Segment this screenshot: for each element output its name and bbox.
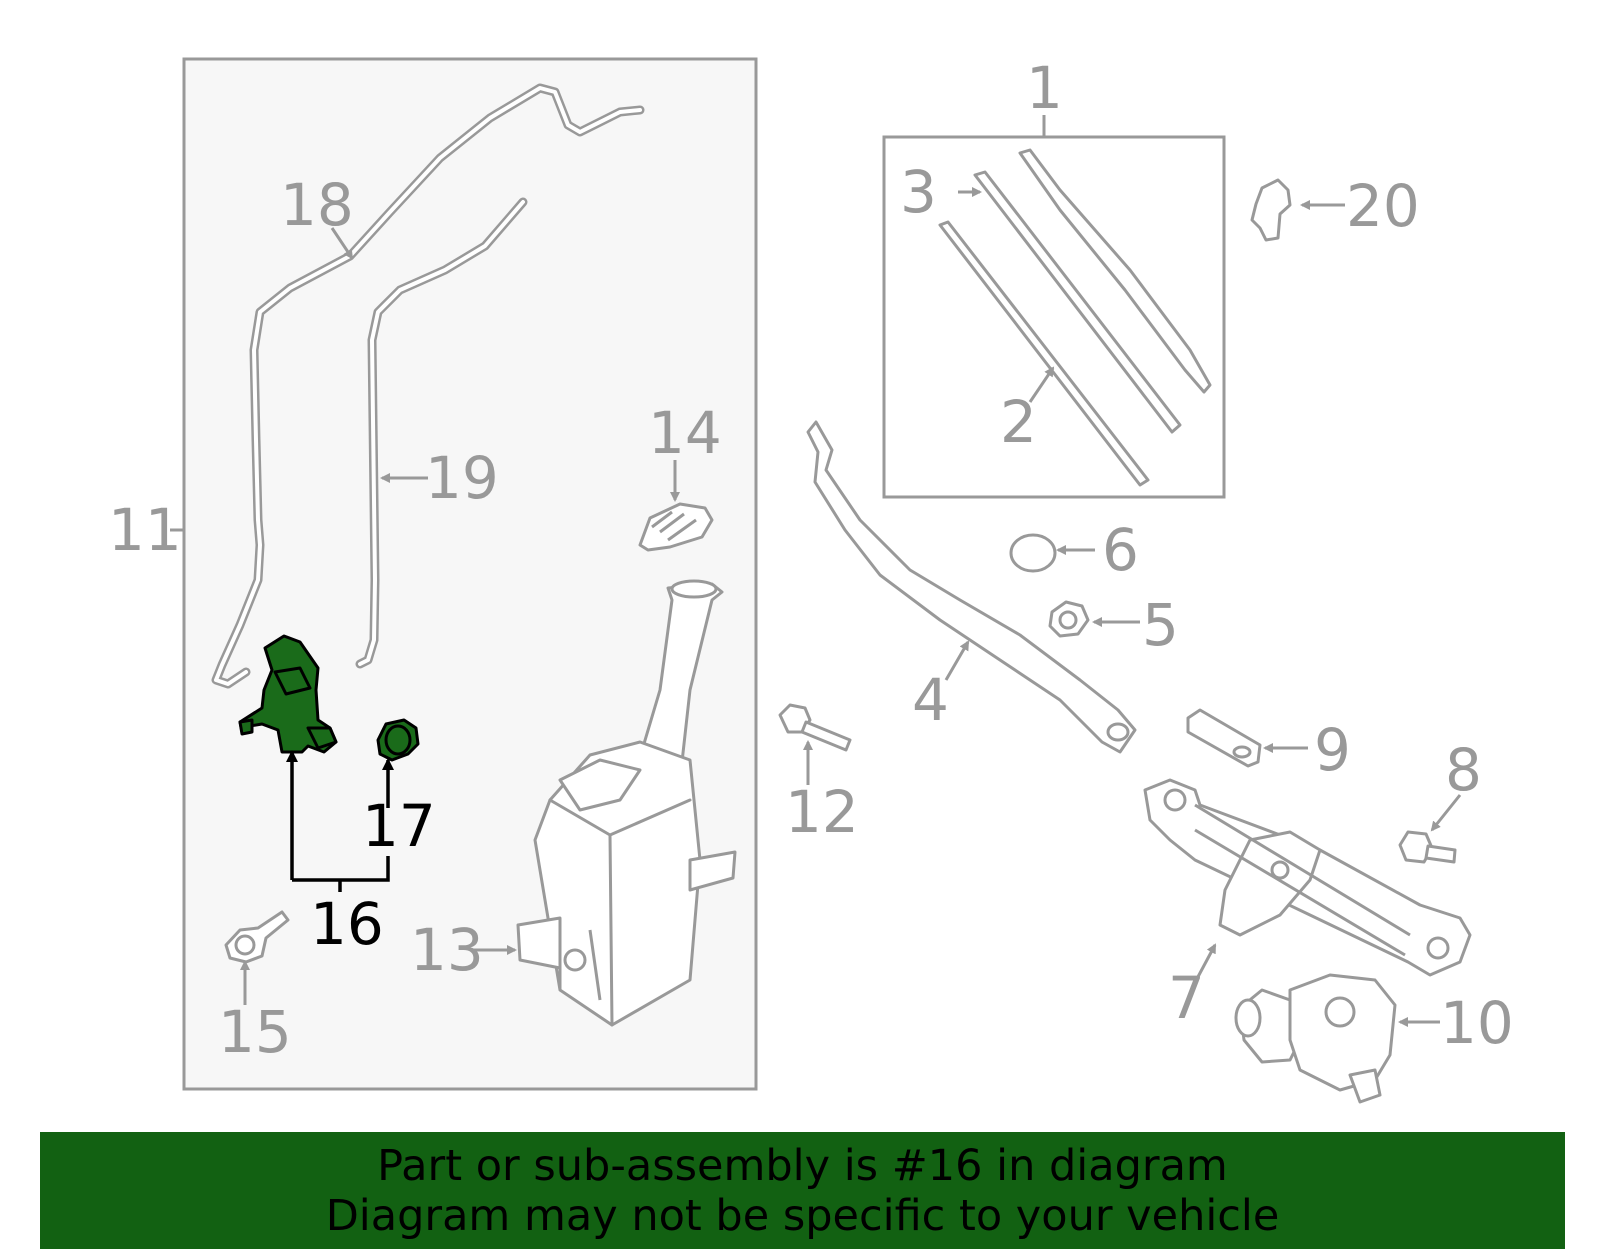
washer-pump-16 (238, 634, 338, 754)
bolt-8 (1398, 830, 1457, 864)
washer-hose-18 (211, 83, 645, 689)
callout-20: 20 (1346, 172, 1420, 240)
wiper-linkage-7 (1143, 778, 1472, 977)
pump-seal-17 (376, 718, 420, 762)
callout-1: 1 (1026, 54, 1063, 122)
wiper-motor-10 (1234, 973, 1397, 1104)
filler-cap-14 (638, 502, 714, 552)
callout-7: 7 (1168, 964, 1205, 1032)
callout-5: 5 (1142, 591, 1179, 659)
callout-8: 8 (1445, 736, 1482, 804)
washer-hose-19 (355, 197, 528, 669)
washer-reservoir-13 (516, 579, 737, 1027)
info-banner: Part or sub-assembly is #16 in diagram D… (40, 1132, 1565, 1249)
clip-20 (1250, 178, 1292, 242)
callout-11: 11 (108, 496, 182, 564)
callout-14: 14 (648, 399, 722, 467)
wiper-arm-4 (806, 420, 1137, 754)
callout-4: 4 (912, 666, 949, 734)
callout-15: 15 (218, 998, 292, 1066)
callout-13: 13 (410, 916, 484, 984)
banner-line-1: Part or sub-assembly is #16 in diagram (377, 1140, 1228, 1191)
callout-16: 16 (310, 890, 384, 958)
callout-2: 2 (1000, 388, 1037, 456)
grommet-15 (224, 910, 290, 964)
callout-10: 10 (1440, 989, 1514, 1057)
blade-refill-2 (938, 220, 1150, 487)
bolt-12 (778, 703, 852, 752)
callout-19: 19 (425, 444, 499, 512)
callout-17: 17 (362, 792, 436, 860)
nut-5 (1048, 600, 1090, 638)
wiper-blade-box (882, 135, 1226, 499)
callout-12: 12 (785, 778, 859, 846)
wiper-blade-3 (973, 148, 1212, 434)
callout-18: 18 (280, 171, 354, 239)
plate-9 (1186, 708, 1262, 768)
callout-9: 9 (1314, 716, 1351, 784)
callout-6: 6 (1102, 516, 1139, 584)
banner-line-2: Diagram may not be specific to your vehi… (325, 1190, 1280, 1241)
callout-3: 3 (900, 158, 937, 226)
cap-6 (1009, 533, 1057, 573)
